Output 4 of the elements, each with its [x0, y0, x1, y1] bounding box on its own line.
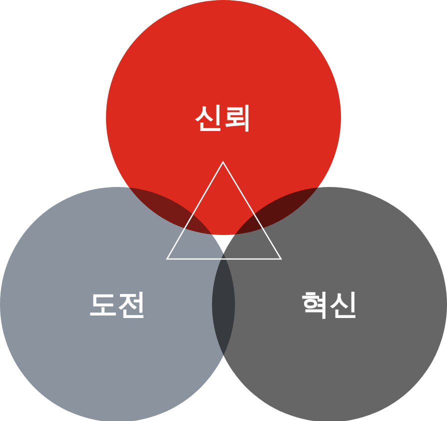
triangle-outline — [166, 160, 282, 260]
circle-label: 신뢰 — [194, 98, 252, 136]
circle-label: 혁신 — [300, 286, 358, 322]
circle-label: 도전 — [88, 286, 146, 322]
